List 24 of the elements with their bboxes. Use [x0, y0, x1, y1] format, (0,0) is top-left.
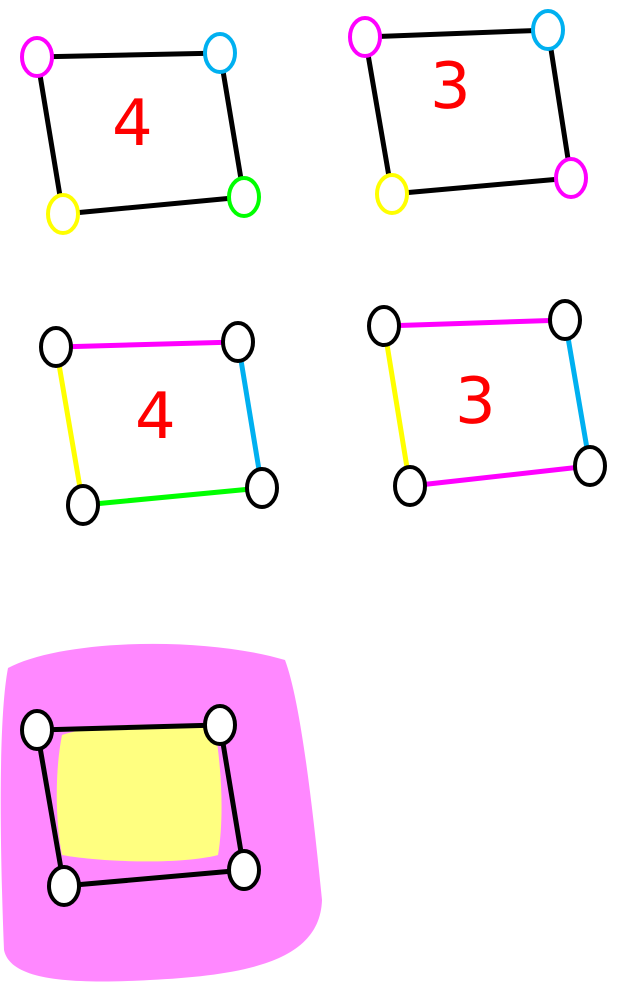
vertex-circle	[66, 484, 100, 526]
color-count: 3	[455, 370, 496, 434]
vertex-circle	[367, 305, 401, 347]
vertex-circle	[548, 299, 582, 341]
vertex-circle	[47, 865, 81, 907]
vertex-circle	[227, 849, 261, 891]
vertex-circle	[20, 36, 54, 78]
vertex-circle	[221, 321, 255, 363]
vertex-circle	[393, 465, 427, 507]
vertex-circle	[554, 157, 588, 199]
vertex-circle	[46, 193, 80, 235]
vertex-circle	[20, 709, 54, 751]
vertex-circle	[531, 9, 565, 51]
vertex-circle	[203, 32, 237, 74]
color-count: 3	[430, 55, 471, 119]
vertex-circle	[203, 704, 237, 746]
vertex-circle	[245, 467, 279, 509]
vertex-circle	[39, 326, 73, 368]
color-count: 4	[135, 385, 176, 449]
vertex-circle	[573, 445, 607, 487]
vertex-circle	[227, 176, 261, 218]
vertex-circle	[375, 173, 409, 215]
vertex-circle	[348, 16, 382, 58]
color-count: 4	[112, 92, 153, 156]
